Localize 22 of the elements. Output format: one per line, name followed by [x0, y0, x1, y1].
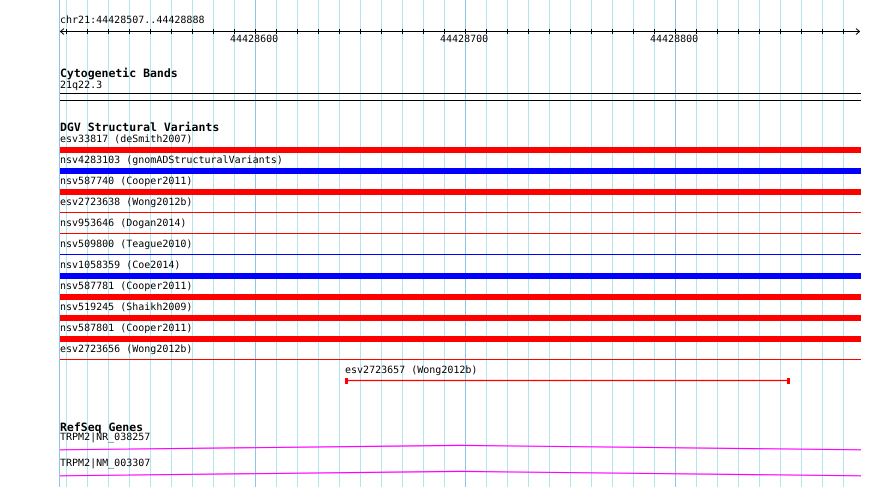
track-heading: RefSeq Genes [60, 420, 144, 434]
variant-label: nsv587801 (Cooper2011) [60, 323, 192, 335]
track-heading: DGV Structural Variants [60, 120, 220, 134]
location-label: chr21:44428507..44428888 [60, 15, 204, 27]
variant-label: esv33817 (deSmith2007) [60, 134, 192, 146]
cytoband-label: 21q22.3 [60, 80, 102, 92]
transcript-label: TRPM2|NR_038257 [60, 432, 150, 444]
variant-label: nsv1058359 (Coe2014) [60, 260, 180, 272]
tick-label: 44428700 [440, 34, 488, 46]
variant-label: nsv587781 (Cooper2011) [60, 281, 192, 293]
variant-label: nsv509800 (Teague2010) [60, 239, 192, 251]
variant-label: esv2723656 (Wong2012b) [60, 344, 192, 356]
track-heading: Cytogenetic Bands [60, 67, 178, 80]
tick-label: 44428600 [230, 34, 278, 46]
variant-label: esv2723657 (Wong2012b) [345, 364, 478, 377]
variant-label: nsv953646 (Dogan2014) [60, 218, 186, 230]
variant-label: nsv519245 (Shaikh2009) [60, 302, 192, 314]
variant-label: nsv4283103 (gnomADStructuralVariants) [60, 155, 283, 167]
variant-label: esv2723638 (Wong2012b) [60, 197, 192, 209]
transcript-label: TRPM2|NM_003307 [60, 458, 150, 470]
tick-label: 44428800 [650, 34, 698, 46]
variant-label: nsv587740 (Cooper2011) [60, 176, 192, 188]
